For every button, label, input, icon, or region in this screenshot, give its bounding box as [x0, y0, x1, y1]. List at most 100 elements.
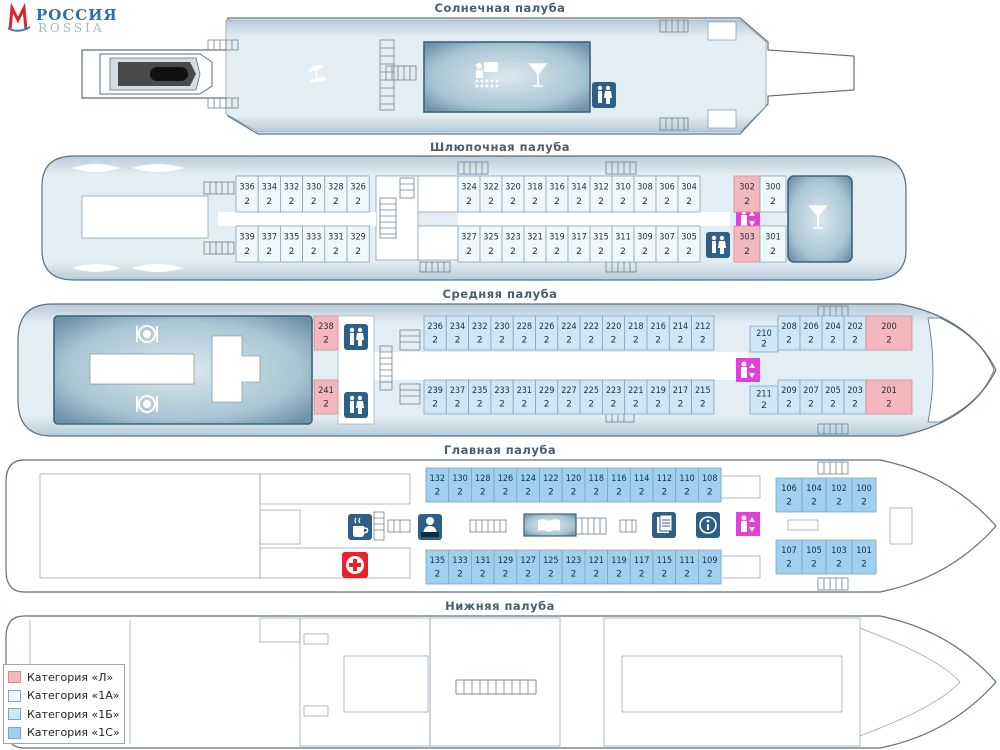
cabin-123[interactable]: 1232 — [561, 549, 586, 585]
cabin-306[interactable]: 3062 — [655, 175, 679, 213]
cabin-121[interactable]: 1212 — [584, 549, 609, 585]
cabin-126[interactable]: 1262 — [493, 467, 518, 503]
cabin-208[interactable]: 2082 — [777, 315, 801, 351]
cabin-221[interactable]: 2212 — [624, 379, 648, 415]
cabin-311[interactable]: 3112 — [611, 225, 635, 263]
cabin-324[interactable]: 3242 — [457, 175, 481, 213]
cabin-335[interactable]: 3352 — [279, 225, 303, 263]
cabin-112[interactable]: 1122 — [652, 467, 677, 503]
cabin-230[interactable]: 2302 — [490, 315, 514, 351]
cabin-210[interactable]: 2102 — [749, 325, 779, 353]
cabin-336[interactable]: 3362 — [235, 175, 259, 213]
cabin-119[interactable]: 1192 — [607, 549, 631, 585]
cabin-120[interactable]: 1202 — [561, 467, 586, 503]
cabin-103[interactable]: 1032 — [825, 539, 853, 575]
cabin-227[interactable]: 2272 — [557, 379, 581, 415]
cabin-222[interactable]: 2222 — [579, 315, 603, 351]
cabin-129[interactable]: 1292 — [493, 549, 518, 585]
cabin-301[interactable]: 3012 — [759, 225, 787, 263]
cabin-228[interactable]: 2282 — [512, 315, 536, 351]
cabin-215[interactable]: 2152 — [691, 379, 715, 415]
cabin-304[interactable]: 3042 — [677, 175, 701, 213]
cabin-328[interactable]: 3282 — [324, 175, 348, 213]
cabin-322[interactable]: 3222 — [479, 175, 503, 213]
cabin-125[interactable]: 1252 — [539, 549, 563, 585]
cabin-326[interactable]: 3262 — [346, 175, 370, 213]
cabin-106[interactable]: 1062 — [775, 477, 803, 513]
cabin-330[interactable]: 3302 — [302, 175, 326, 213]
cabin-201[interactable]: 2012 — [865, 379, 913, 415]
cabin-211[interactable]: 2112 — [749, 385, 779, 415]
cabin-220[interactable]: 2202 — [602, 315, 626, 351]
cabin-327[interactable]: 3272 — [457, 225, 481, 263]
cabin-321[interactable]: 3212 — [523, 225, 547, 263]
cabin-207[interactable]: 2072 — [799, 379, 823, 415]
cabin-320[interactable]: 3202 — [501, 175, 525, 213]
cabin-232[interactable]: 2322 — [468, 315, 492, 351]
cabin-229[interactable]: 2292 — [535, 379, 559, 415]
cabin-218[interactable]: 2182 — [624, 315, 648, 351]
cabin-124[interactable]: 1242 — [516, 467, 540, 503]
cabin-334[interactable]: 3342 — [257, 175, 281, 213]
cabin-333[interactable]: 3332 — [302, 225, 326, 263]
cabin-223[interactable]: 2232 — [602, 379, 626, 415]
cabin-110[interactable]: 1102 — [675, 467, 699, 503]
cabin-131[interactable]: 1312 — [470, 549, 495, 585]
cabin-101[interactable]: 1012 — [851, 539, 877, 575]
cabin-237[interactable]: 2372 — [445, 379, 469, 415]
cabin-133[interactable]: 1332 — [448, 549, 472, 585]
cabin-135[interactable]: 1352 — [425, 549, 450, 585]
cabin-226[interactable]: 2262 — [535, 315, 559, 351]
cabin-302[interactable]: 3022 — [733, 175, 761, 213]
cabin-122[interactable]: 1222 — [539, 467, 563, 503]
cabin-115[interactable]: 1152 — [652, 549, 677, 585]
cabin-239[interactable]: 2392 — [423, 379, 447, 415]
cabin-200[interactable]: 2002 — [865, 315, 913, 351]
cabin-307[interactable]: 3072 — [655, 225, 679, 263]
cabin-235[interactable]: 2352 — [468, 379, 492, 415]
cabin-231[interactable]: 2312 — [512, 379, 536, 415]
cabin-312[interactable]: 3122 — [589, 175, 613, 213]
cabin-108[interactable]: 1082 — [698, 467, 722, 503]
cabin-105[interactable]: 1052 — [801, 539, 827, 575]
cabin-331[interactable]: 3312 — [324, 225, 348, 263]
cabin-203[interactable]: 2032 — [843, 379, 867, 415]
cabin-130[interactable]: 1302 — [448, 467, 472, 503]
cabin-219[interactable]: 2192 — [646, 379, 670, 415]
cabin-236[interactable]: 2362 — [423, 315, 447, 351]
cabin-309[interactable]: 3092 — [633, 225, 657, 263]
cabin-317[interactable]: 3172 — [567, 225, 591, 263]
cabin-337[interactable]: 3372 — [257, 225, 281, 263]
cabin-111[interactable]: 1112 — [675, 549, 699, 585]
cabin-109[interactable]: 1092 — [698, 549, 722, 585]
cabin-300[interactable]: 3002 — [759, 175, 787, 213]
cabin-132[interactable]: 1322 — [425, 467, 450, 503]
cabin-332[interactable]: 3322 — [279, 175, 303, 213]
cabin-117[interactable]: 1172 — [629, 549, 654, 585]
cabin-323[interactable]: 3232 — [501, 225, 525, 263]
cabin-225[interactable]: 2252 — [579, 379, 603, 415]
cabin-100[interactable]: 1002 — [851, 477, 877, 513]
cabin-209[interactable]: 2092 — [777, 379, 801, 415]
cabin-107[interactable]: 1072 — [775, 539, 803, 575]
cabin-339[interactable]: 3392 — [235, 225, 259, 263]
cabin-104[interactable]: 1042 — [801, 477, 827, 513]
cabin-303[interactable]: 3032 — [733, 225, 761, 263]
cabin-118[interactable]: 1182 — [584, 467, 609, 503]
cabin-224[interactable]: 2242 — [557, 315, 581, 351]
cabin-217[interactable]: 2172 — [668, 379, 692, 415]
cabin-318[interactable]: 3182 — [523, 175, 547, 213]
cabin-234[interactable]: 2342 — [445, 315, 469, 351]
cabin-114[interactable]: 1142 — [629, 467, 654, 503]
cabin-202[interactable]: 2022 — [843, 315, 867, 351]
cabin-319[interactable]: 3192 — [545, 225, 569, 263]
cabin-214[interactable]: 2142 — [668, 315, 692, 351]
cabin-241[interactable]: 2412 — [313, 379, 339, 415]
cabin-308[interactable]: 3082 — [633, 175, 657, 213]
cabin-216[interactable]: 2162 — [646, 315, 670, 351]
cabin-238[interactable]: 2382 — [313, 315, 339, 351]
cabin-316[interactable]: 3162 — [545, 175, 569, 213]
cabin-315[interactable]: 3152 — [589, 225, 613, 263]
cabin-116[interactable]: 1162 — [607, 467, 631, 503]
cabin-310[interactable]: 3102 — [611, 175, 635, 213]
